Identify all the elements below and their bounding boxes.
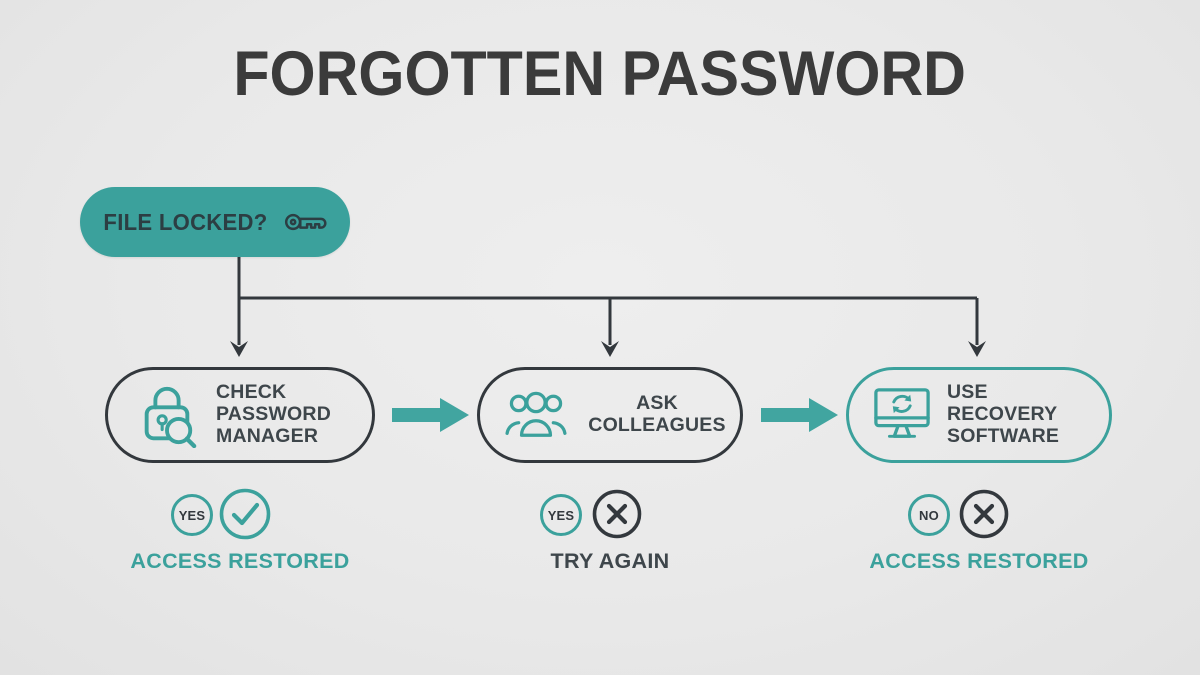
check-circle-icon (219, 488, 271, 540)
cross-circle-icon (959, 489, 1009, 539)
outcome-text: ACCESS RESTORED (130, 549, 350, 573)
outcome-text: TRY AGAIN (550, 549, 670, 573)
badge-no-3: NO (908, 494, 950, 536)
badge-yes-1: YES (171, 494, 213, 536)
step-label: ASK COLLEAGUES (588, 392, 726, 436)
recovery-software-icon (873, 385, 931, 445)
page-title: FORGOTTEN PASSWORD (233, 39, 967, 109)
step-label: USE RECOVERY SOFTWARE (947, 381, 1060, 447)
badge-label: YES (178, 507, 206, 523)
password-manager-icon (136, 382, 198, 448)
key-icon (284, 206, 330, 238)
step-box-ask-colleagues: ASK COLLEAGUES (477, 367, 743, 463)
cross-circle-icon (592, 489, 642, 539)
step-box-check-password-manager: CHECK PASSWORD MANAGER (105, 367, 375, 463)
outcome-label-try-again: TRY AGAIN (477, 549, 743, 574)
badge-label: NO (919, 507, 939, 523)
flow-arrow-2 (761, 398, 838, 432)
flow-arrow-1 (392, 398, 469, 432)
outcome-label-access-restored-3: ACCESS RESTORED (838, 549, 1120, 574)
start-node-label: FILE LOCKED? (102, 208, 268, 235)
start-node-file-locked: FILE LOCKED? (80, 187, 350, 257)
badge-label: YES (547, 507, 575, 523)
outcome-text: ACCESS RESTORED (869, 549, 1089, 573)
step-box-use-recovery-software: USE RECOVERY SOFTWARE (846, 367, 1112, 463)
outcome-label-access-restored-1: ACCESS RESTORED (105, 549, 375, 574)
step-label: CHECK PASSWORD MANAGER (216, 381, 331, 447)
title-wrap: FORGOTTEN PASSWORD (0, 38, 1200, 110)
colleagues-icon (504, 389, 568, 441)
badge-yes-2: YES (540, 494, 582, 536)
